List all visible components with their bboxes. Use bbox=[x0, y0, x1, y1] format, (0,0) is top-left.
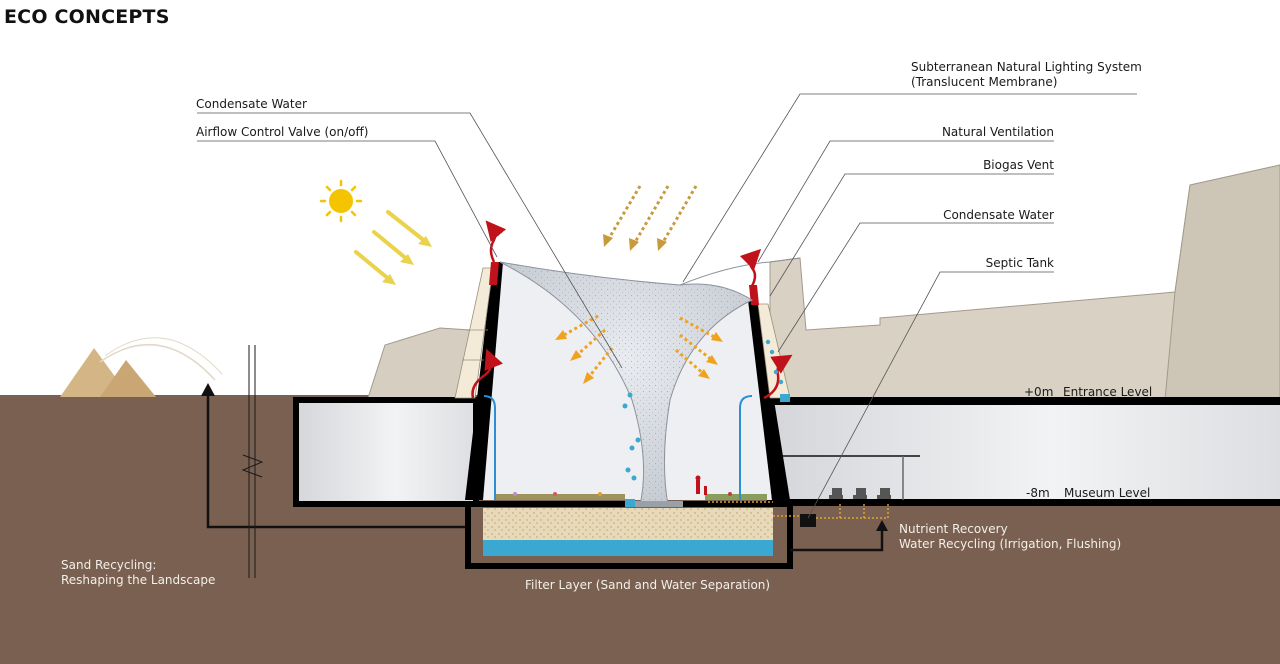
plaza-slab bbox=[635, 501, 683, 507]
airflow-arrow-icon bbox=[763, 354, 793, 400]
person-head bbox=[695, 475, 701, 481]
person-figure bbox=[696, 480, 700, 494]
label-entrance-elevation: +0m bbox=[1024, 385, 1054, 399]
flower bbox=[598, 492, 602, 496]
sand-recycling-path bbox=[206, 395, 470, 529]
toilet-icon bbox=[829, 488, 891, 499]
label-condensate-water-left: Condensate Water bbox=[196, 97, 307, 111]
heat-arrow-icon bbox=[555, 314, 723, 384]
nutrient-recovery-arrowhead bbox=[876, 520, 888, 531]
label-condensate-water-right: Condensate Water bbox=[943, 208, 1054, 222]
flower bbox=[553, 492, 557, 496]
label-airflow-valve: Airflow Control Valve (on/off) bbox=[196, 125, 369, 139]
planting-strip bbox=[705, 494, 767, 500]
label-museum-elevation: -8m bbox=[1026, 486, 1050, 500]
label-natural-ventilation: Natural Ventilation bbox=[941, 125, 1054, 139]
sun-icon bbox=[319, 179, 363, 223]
rock-formation-shade bbox=[1164, 164, 1280, 401]
planting-strip bbox=[495, 494, 625, 500]
label-museum-level: Museum Level bbox=[1064, 486, 1151, 500]
condensate-pipe-right bbox=[739, 395, 753, 500]
label-water-recycling: Water Recycling (Irrigation, Flushing) bbox=[899, 537, 1122, 551]
filter-water-layer bbox=[483, 540, 773, 556]
septic-feed-line bbox=[773, 502, 889, 519]
membrane-texture bbox=[500, 262, 752, 505]
well-wall-right bbox=[748, 300, 790, 500]
filter-tank bbox=[465, 504, 793, 569]
rock-formation-left bbox=[367, 327, 471, 399]
sand-recycling-arrowhead bbox=[201, 383, 215, 396]
nutrient-recovery-path bbox=[790, 530, 884, 552]
label-sand-recycling: Sand Recycling: Reshaping the Landscape bbox=[61, 558, 215, 588]
label-entrance-level: Entrance Level bbox=[1063, 385, 1153, 399]
label-lighting-system-line1: Subterranean Natural Lighting System bbox=[911, 60, 1142, 74]
drain-grate bbox=[625, 499, 635, 507]
label-sand-recycling-line2: Reshaping the Landscape bbox=[61, 573, 216, 587]
label-septic-tank: Septic Tank bbox=[985, 256, 1054, 270]
septic-tank bbox=[800, 514, 816, 527]
museum-room-right bbox=[767, 398, 1280, 506]
person-figure bbox=[704, 486, 707, 495]
water-drop-icon bbox=[622, 339, 784, 481]
label-filter-layer: Filter Layer (Sand and Water Separation) bbox=[525, 578, 771, 592]
well-wall-left bbox=[465, 262, 503, 500]
label-lighting-system-line2: (Translucent Membrane) bbox=[911, 75, 1058, 89]
condensate-pipe-left bbox=[483, 395, 496, 500]
valve bbox=[489, 262, 499, 285]
flower bbox=[728, 492, 732, 496]
sand-arc bbox=[104, 337, 223, 375]
museum-room-left bbox=[293, 397, 479, 507]
page-title: ECO CONCEPTS bbox=[4, 6, 170, 28]
condensate-collector bbox=[780, 394, 790, 402]
leader-lines bbox=[197, 93, 1137, 519]
label-biogas-vent: Biogas Vent bbox=[983, 158, 1054, 172]
break-symbol bbox=[241, 454, 264, 478]
label-nutrient-recovery: Nutrient Recovery bbox=[899, 522, 1008, 536]
airflow-arrow-icon bbox=[485, 220, 507, 263]
pyramid-icon bbox=[100, 360, 156, 397]
flower bbox=[513, 492, 517, 496]
sand-arc bbox=[99, 343, 216, 381]
label-sand-recycling-line1: Sand Recycling: bbox=[61, 558, 157, 572]
dust-arrow-icon bbox=[603, 185, 698, 251]
filter-sand-texture bbox=[483, 508, 773, 540]
sunlight-arrow-icon bbox=[354, 210, 432, 285]
label-lighting-system: Subterranean Natural Lighting System (Tr… bbox=[911, 60, 1142, 90]
wall-glazing-left bbox=[454, 267, 494, 399]
membrane-top-edge bbox=[679, 257, 801, 286]
airflow-arrow-icon bbox=[471, 348, 503, 399]
airflow-arrow-icon bbox=[739, 248, 762, 287]
